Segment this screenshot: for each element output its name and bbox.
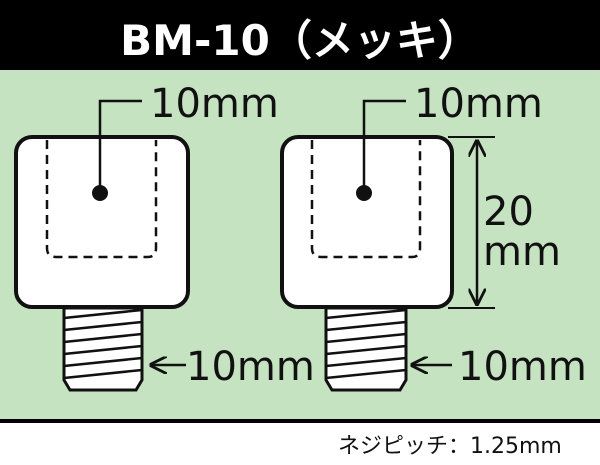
right-thread-label: 10mm <box>458 344 587 390</box>
height-value: 20 <box>483 189 534 235</box>
right-part: 10mm 20 mm 10mm <box>280 81 587 392</box>
right-hole-label: 10mm <box>414 81 543 127</box>
right-body <box>280 135 454 309</box>
left-hole-outline <box>45 140 158 259</box>
left-hole-label: 10mm <box>150 81 279 127</box>
left-body <box>14 135 190 309</box>
left-part: 10mm 10mm <box>14 81 315 392</box>
height-unit: mm <box>483 229 561 275</box>
title: BM-10（メッキ） <box>120 16 480 65</box>
title-bar <box>0 0 600 70</box>
divider <box>0 419 600 423</box>
left-leader-line <box>98 99 142 193</box>
right-hole-outline <box>310 140 422 259</box>
thread-pitch-note: ネジピッチ：1.25mm <box>338 434 562 459</box>
right-leader-line <box>362 99 406 193</box>
left-thread-label: 10mm <box>186 344 315 390</box>
